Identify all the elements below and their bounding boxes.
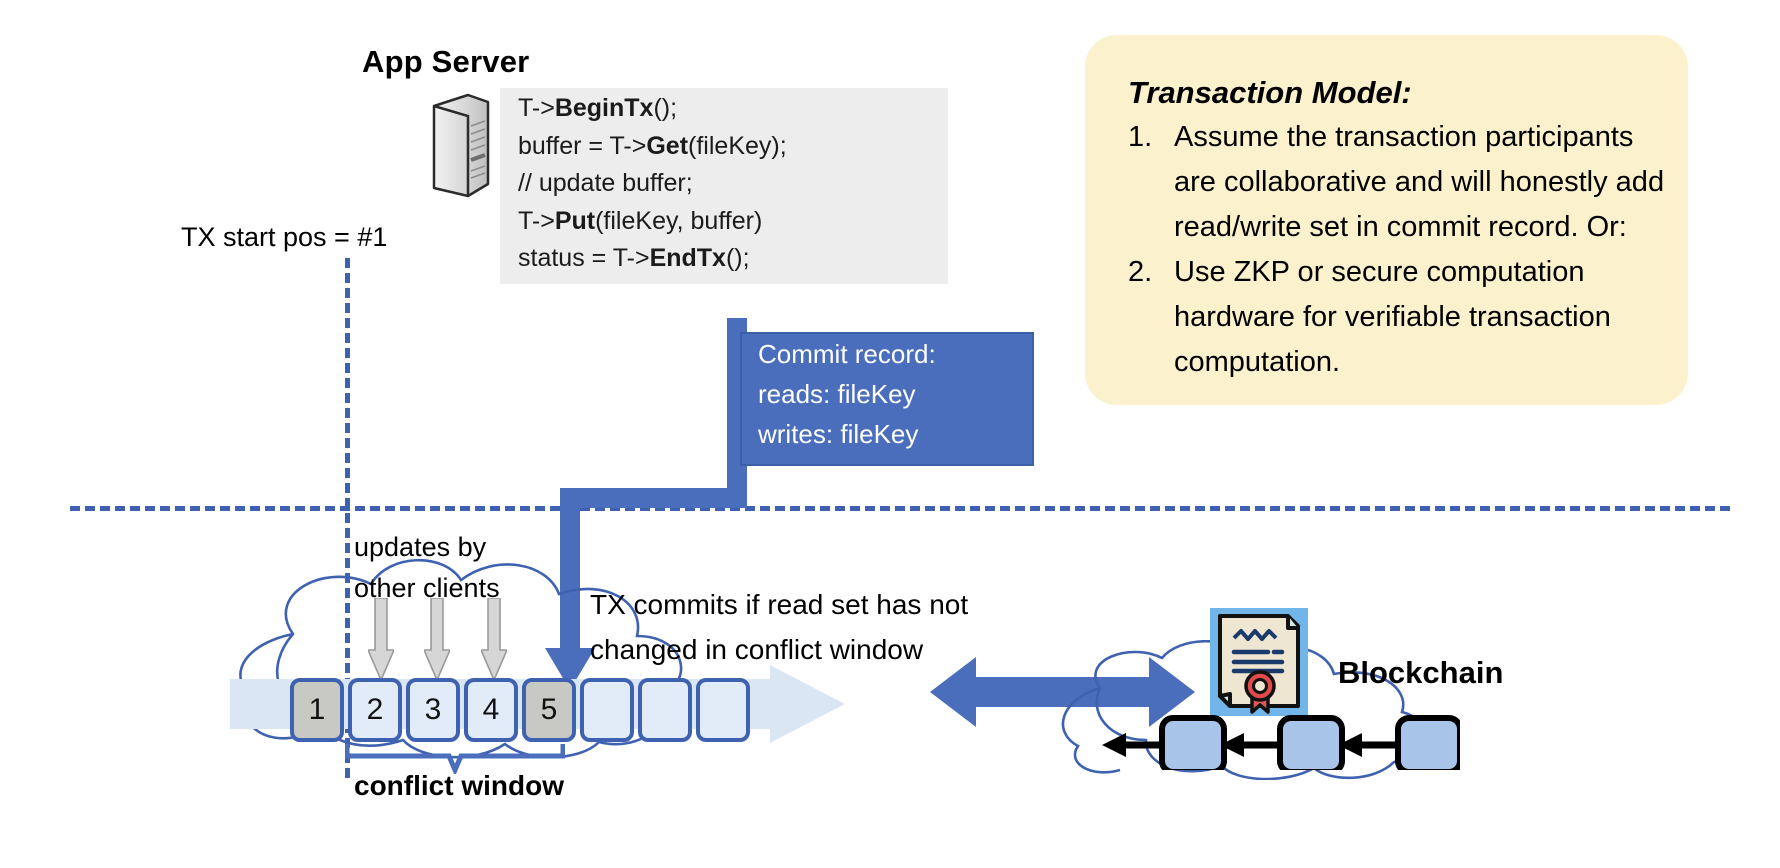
blockchain-title: Blockchain xyxy=(1338,655,1504,690)
certificate-contract-icon xyxy=(1210,608,1308,716)
conflict-window-label: conflict window xyxy=(354,770,564,801)
list-item-number: 2. xyxy=(1128,256,1153,288)
client-update-arrow-3 xyxy=(479,597,509,685)
commit-record-title: Commit record: xyxy=(758,339,936,369)
commit-record-reads: reads: fileKey xyxy=(758,379,916,409)
commit-arrow-segment-horizontal xyxy=(560,488,747,508)
log-cell[interactable]: 3 xyxy=(406,678,460,742)
list-item: 1. Assume the transaction participants a… xyxy=(1128,115,1668,250)
tx-commits-caption-line-1: TX commits if read set has not xyxy=(590,589,969,620)
tx-start-pos-label: TX start pos = #1 xyxy=(181,222,388,252)
transaction-model-list: 1. Assume the transaction participants a… xyxy=(1128,115,1668,385)
commit-arrow-segment-vertical-lower xyxy=(560,488,580,660)
log-cell[interactable] xyxy=(638,678,692,742)
log-cell[interactable]: 4 xyxy=(464,678,518,742)
commit-record-text: Commit record: reads: fileKey writes: fi… xyxy=(758,334,936,454)
code-snippet-text: T->BeginTx(); buffer = T->Get(fileKey); … xyxy=(518,90,787,278)
updates-label-line-1: updates by xyxy=(354,532,487,562)
list-item-number: 1. xyxy=(1128,121,1153,153)
list-item-text: Use ZKP or secure computation hardware f… xyxy=(1174,256,1611,378)
app-server-title: App Server xyxy=(362,44,530,79)
code-line-0: T->BeginTx(); xyxy=(518,94,678,122)
log-cell[interactable]: 5 xyxy=(522,678,576,742)
bidirectional-sync-arrow xyxy=(930,655,1195,729)
blockchain-block-chain xyxy=(1100,700,1463,775)
updates-by-other-clients-label: updates by other clients xyxy=(354,527,500,609)
client-update-arrow-2 xyxy=(422,597,452,685)
log-cell[interactable]: 2 xyxy=(348,678,402,742)
tx-commits-caption: TX commits if read set has not changed i… xyxy=(590,582,968,672)
conflict-window-brace xyxy=(344,743,566,777)
commit-record-writes: writes: fileKey xyxy=(758,419,919,449)
transaction-model-callout xyxy=(1085,35,1688,405)
commit-record-box xyxy=(740,332,1034,466)
code-snippet-panel xyxy=(500,88,948,284)
tx-start-dashed-line xyxy=(345,258,350,778)
log-cell[interactable] xyxy=(696,678,750,742)
code-line-2: // update buffer; xyxy=(518,169,693,197)
server-tower-icon xyxy=(428,92,494,200)
layer-divider-dashed-line xyxy=(70,506,1730,511)
list-item-text: Assume the transaction participants are … xyxy=(1174,121,1665,243)
log-cell[interactable] xyxy=(580,678,634,742)
code-line-1: buffer = T->Get(fileKey); xyxy=(518,131,787,160)
transaction-model-title: Transaction Model: xyxy=(1128,75,1412,110)
code-line-4: status = T->EndTx(); xyxy=(518,244,750,272)
list-item: 2. Use ZKP or secure computation hardwar… xyxy=(1128,250,1668,385)
tx-commits-caption-line-2: changed in conflict window xyxy=(590,634,924,665)
log-cell[interactable]: 1 xyxy=(290,678,344,742)
log-block-row: 1 2 3 4 5 xyxy=(290,678,750,742)
code-line-3: T->Put(fileKey, buffer) xyxy=(518,206,763,235)
client-update-arrow-1 xyxy=(366,597,396,685)
